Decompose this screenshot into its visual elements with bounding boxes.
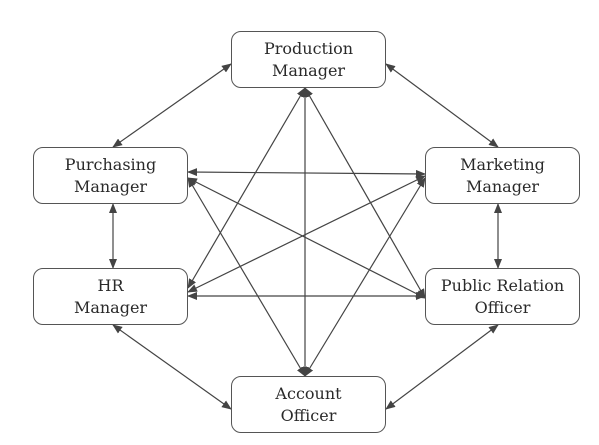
edge-production-purchasing: [112, 63, 232, 148]
node-pr-line-2: Officer: [474, 297, 531, 317]
edge-marketing-account: [304, 177, 426, 377]
node-account-officer: Account Officer: [231, 376, 386, 433]
edge-purchasing-marketing: [187, 168, 426, 178]
node-hr-line-2: Manager: [73, 297, 148, 317]
node-hr-line-1: HR: [97, 275, 124, 295]
node-marketing-line-2: Manager: [465, 176, 540, 196]
node-pr-line-1: Public Relation: [440, 275, 565, 295]
edge-production-marketing: [385, 63, 499, 148]
node-purchasing-line-2: Manager: [73, 176, 148, 196]
node-production-line-1: Production: [263, 38, 354, 58]
node-hr-manager: HR Manager: [33, 268, 188, 325]
node-account-line-1: Account: [275, 383, 342, 403]
node-public-relation-officer: Public Relation Officer: [425, 268, 580, 325]
edge-marketing-hr: [187, 175, 426, 293]
node-purchasing-manager: Purchasing Manager: [33, 147, 188, 204]
node-production-line-2: Manager: [271, 60, 346, 80]
node-production-manager: Production Manager: [231, 31, 386, 88]
edge-pr-account: [385, 324, 499, 410]
edge-production-hr: [187, 87, 306, 289]
node-account-line-2: Officer: [280, 405, 337, 425]
edge-production-pr: [304, 87, 426, 299]
node-marketing-line-1: Marketing: [460, 154, 545, 174]
edge-hr-account: [112, 324, 232, 410]
node-marketing-manager: Marketing Manager: [425, 147, 580, 204]
node-purchasing-line-1: Purchasing: [64, 154, 157, 174]
